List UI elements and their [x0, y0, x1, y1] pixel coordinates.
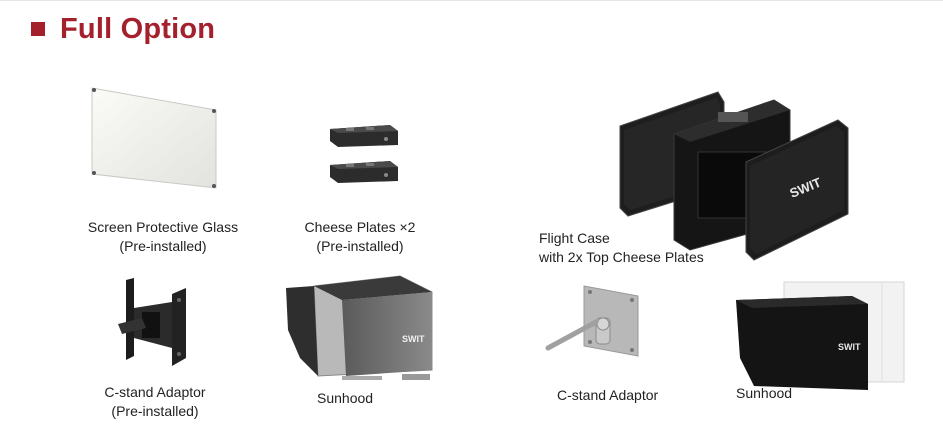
caption-line: C-stand Adaptor	[557, 387, 659, 403]
c-stand-adaptor-bracket-icon	[545, 285, 639, 357]
caption-line: C-stand Adaptor	[104, 384, 206, 400]
header-square-icon	[31, 22, 45, 36]
sunhood-mounted-icon: SWIT	[736, 281, 905, 390]
glass-panel-icon	[91, 87, 217, 189]
caption-line: (Pre-installed)	[119, 238, 207, 254]
caption-cheese-plates: Cheese Plates ×2 (Pre-installed)	[290, 218, 430, 256]
caption-screen-protective-glass: Screen Protective Glass (Pre-installed)	[80, 218, 246, 256]
top-divider	[0, 0, 943, 1]
item-c-stand-adaptor-preinstalled	[116, 278, 192, 368]
caption-line: Sunhood	[736, 385, 793, 401]
section-title: Full Option	[60, 12, 216, 45]
item-sunhood: SWIT	[282, 274, 438, 392]
item-screen-protective-glass	[88, 84, 220, 190]
cheese-plates-icon	[330, 125, 398, 183]
sunhood-icon: SWIT	[286, 275, 433, 380]
caption-sunhood: Sunhood	[317, 389, 373, 408]
caption-line: Screen Protective Glass	[87, 219, 239, 235]
item-cheese-plates	[326, 121, 402, 191]
brand-logo: SWIT	[402, 334, 425, 344]
item-flight-case: SWIT	[614, 86, 854, 264]
caption-line: Sunhood	[317, 390, 374, 406]
flight-case-icon: SWIT	[619, 91, 849, 261]
brand-logo: SWIT	[838, 342, 861, 352]
caption-c-stand-adaptor: C-stand Adaptor	[557, 386, 658, 405]
item-c-stand-adaptor	[544, 284, 644, 366]
caption-line: Cheese Plates ×2	[304, 219, 416, 235]
caption-line: (Pre-installed)	[111, 403, 199, 419]
caption-sunhood-mounted: Sunhood	[736, 384, 792, 403]
caption-c-stand-adaptor-preinstalled: C-stand Adaptor (Pre-installed)	[90, 383, 220, 421]
c-stand-adaptor-icon	[118, 278, 186, 366]
item-sunhood-mounted: SWIT	[732, 278, 910, 390]
caption-flight-case: Flight Case with 2x Top Cheese Plates	[539, 229, 704, 267]
caption-line: (Pre-installed)	[316, 238, 404, 254]
caption-line: with 2x Top Cheese Plates	[539, 249, 704, 265]
section-header: Full Option	[31, 12, 216, 45]
caption-line: Flight Case	[539, 230, 610, 246]
